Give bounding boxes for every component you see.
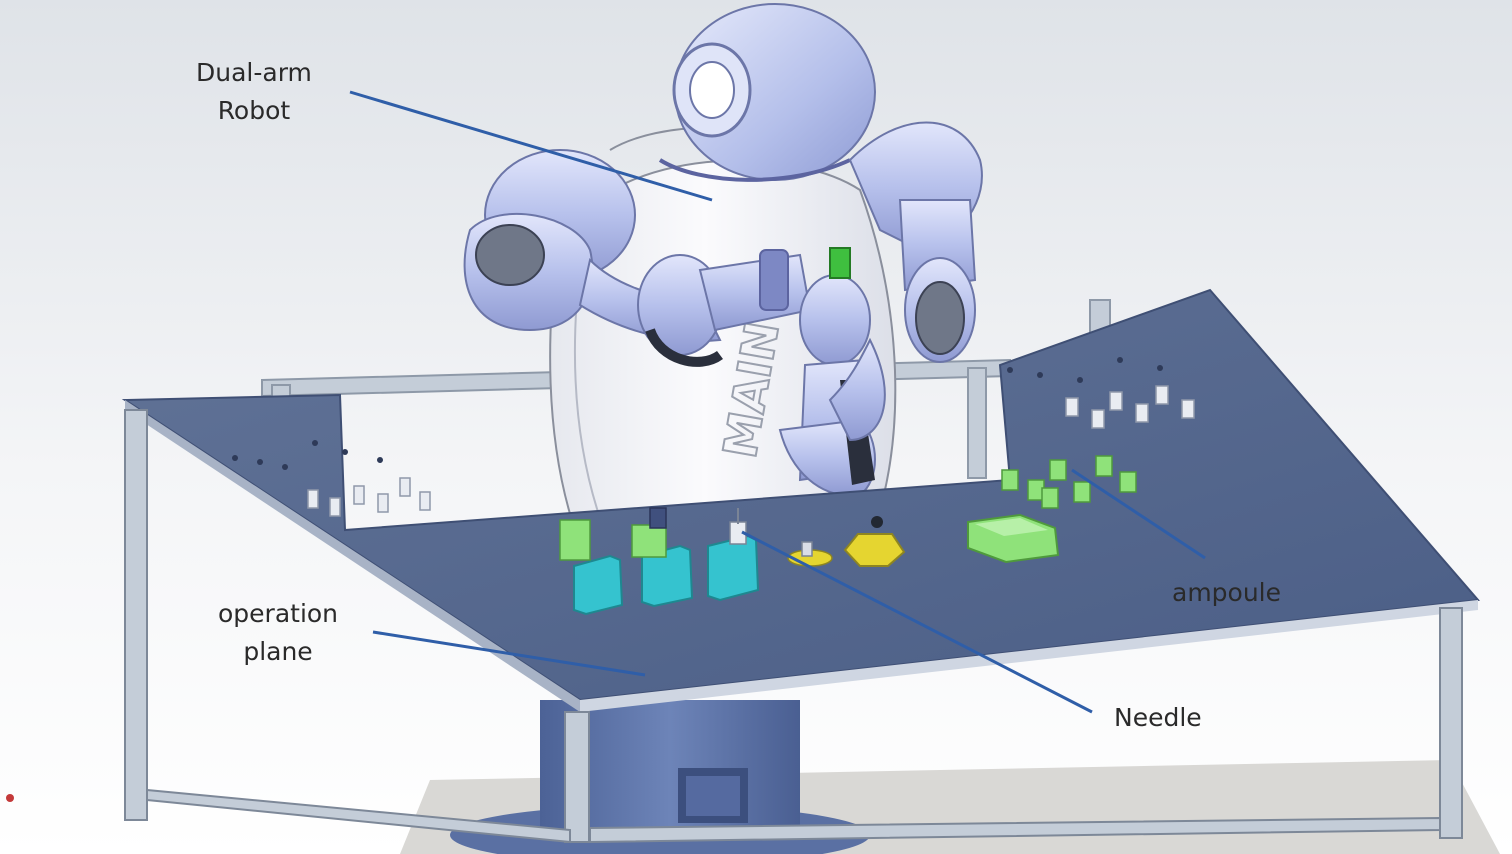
label-needle: Needle	[1114, 699, 1202, 737]
label-needle-text: Needle	[1114, 703, 1202, 732]
label-dual-arm-robot: Dual-arm Robot	[196, 54, 312, 130]
label-operation-plane-line2: plane	[243, 637, 313, 666]
leader-line-plane	[372, 630, 646, 677]
label-dual-arm-robot-line2: Robot	[217, 96, 291, 125]
label-ampoule-text: ampoule	[1172, 578, 1282, 607]
label-dual-arm-robot-line1: Dual-arm	[196, 58, 312, 87]
leader-line-ampoule	[1071, 468, 1206, 560]
label-operation-plane-line1: operation	[218, 599, 339, 628]
leader-line-robot	[349, 90, 713, 202]
label-ampoule: ampoule	[1172, 574, 1281, 612]
leader-line-needle	[741, 530, 1093, 714]
leader-lines	[349, 90, 1206, 714]
label-operation-plane: operation plane	[218, 595, 338, 671]
